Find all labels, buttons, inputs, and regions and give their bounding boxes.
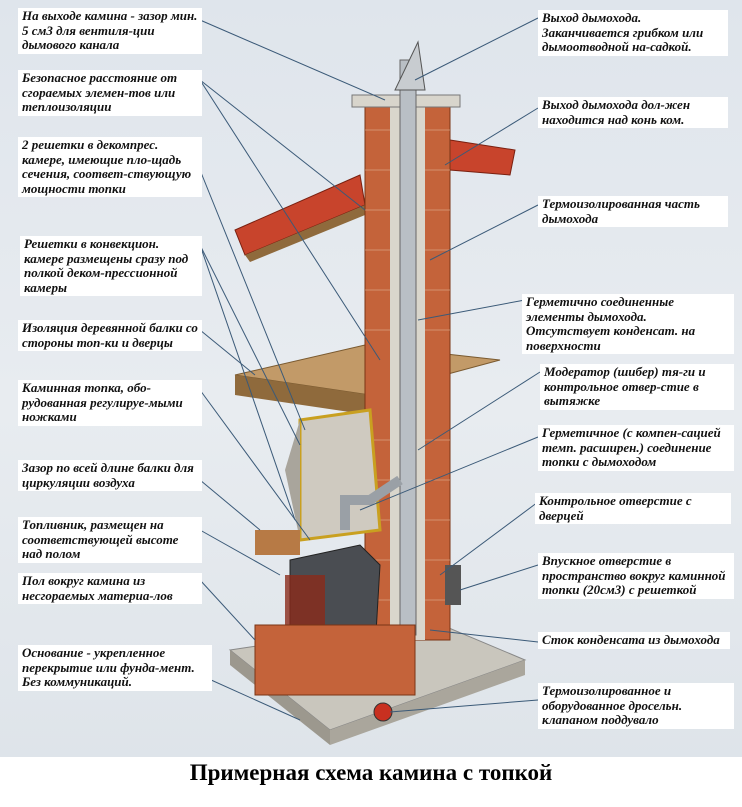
label-left-6: Каминная топка, обо-рудованная регулируе… [18,380,202,426]
label-left-2: Безопасное расстояние от сгораемых элеме… [18,70,202,116]
label-right-3: Термоизолированная часть дымохода [538,196,728,227]
label-right-5: Модератор (шибер) тя-ги и контрольное от… [540,364,734,410]
ash-pit-damper [373,702,393,722]
roof-right [449,139,516,176]
chimney-cowl [394,40,426,91]
label-right-10: Термоизолированное и оборудованное дросе… [538,683,734,729]
label-left-5: Изоляция деревянной балки со стороны топ… [18,320,202,351]
label-left-1: На выходе камина - зазор мин. 5 см3 для … [18,8,202,54]
label-right-4: Герметично соединенные элементы дымохода… [522,294,734,354]
mantel-beam [255,530,300,555]
label-right-2: Выход дымохода дол-жен находится над кон… [538,97,728,128]
diagram-title: Примерная схема камина с топкой [0,757,742,807]
label-right-7: Контрольное отверстие с дверцей [535,493,731,524]
label-left-9: Пол вокруг камина из несгораемых материа… [18,573,202,604]
label-left-4: Решетки в конвекцион. камере размещены с… [20,236,202,296]
label-left-8: Топливник, размещен на соответствующей в… [18,517,202,563]
label-right-6: Герметичное (с компен-сацией темп. расши… [538,425,734,471]
brick-hearth [254,624,416,696]
inlet-grille [445,565,461,605]
label-right-1: Выход дымохода. Заканчивается грибком ил… [538,10,728,56]
label-left-3: 2 решетки в декомпрес. камере, имеющие п… [18,137,202,197]
label-left-10: Основание - укрепленное перекрытие или ф… [18,645,212,691]
flue-pipe [399,59,417,636]
label-right-9: Сток конденсата из дымохода [538,632,730,649]
label-left-7: Зазор по всей длине балки для циркуляции… [18,460,202,491]
label-right-8: Впускное отверстие в пространство вокруг… [538,553,734,599]
fireplace-illustration [199,17,541,745]
